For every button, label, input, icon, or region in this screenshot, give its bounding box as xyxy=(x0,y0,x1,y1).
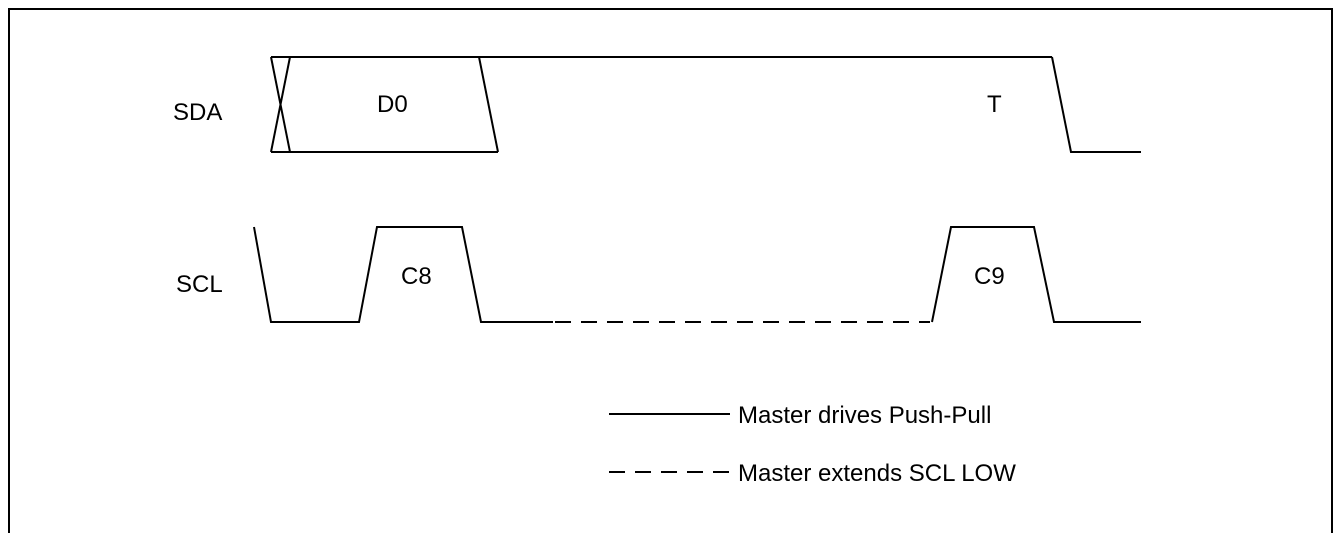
diagram-frame xyxy=(8,8,1333,533)
c8-clock-label: C8 xyxy=(401,263,432,290)
d0-bit-label: D0 xyxy=(377,91,408,118)
legend-dashed-label: Master extends SCL LOW xyxy=(738,460,1016,487)
scl-label: SCL xyxy=(176,271,223,298)
legend-solid-label: Master drives Push-Pull xyxy=(738,402,991,429)
sda-falling-edge xyxy=(1051,56,1141,153)
sda-label: SDA xyxy=(173,99,222,126)
sda-d0-end-edge xyxy=(478,56,499,153)
scl-waveform xyxy=(253,226,1141,323)
t-bit-label: T xyxy=(987,91,1002,118)
scl-c9-pulse xyxy=(931,226,1141,323)
sda-transition-crossing-2 xyxy=(270,56,291,153)
legend: Master drives Push-Pull Master extends S… xyxy=(609,402,1016,487)
scl-c8-pulse xyxy=(253,226,553,323)
sda-waveform xyxy=(270,56,1141,153)
c9-clock-label: C9 xyxy=(974,263,1005,290)
